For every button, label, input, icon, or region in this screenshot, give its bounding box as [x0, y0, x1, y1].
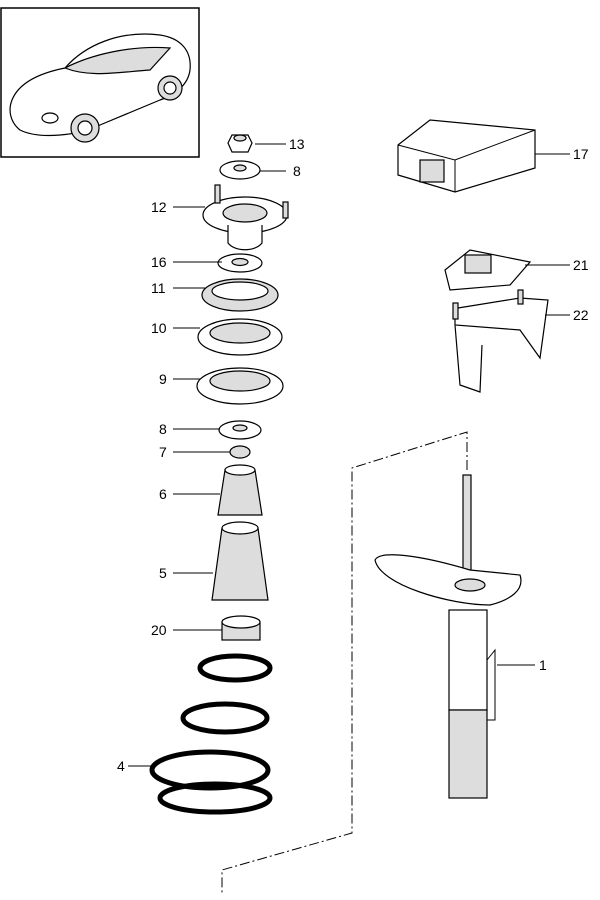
- callout-9[interactable]: 9: [159, 371, 167, 387]
- washer-top[interactable]: [219, 160, 261, 180]
- shock-absorber[interactable]: [374, 474, 522, 799]
- bump-stop[interactable]: [217, 464, 263, 516]
- leader-lines: [128, 143, 570, 767]
- strut-mount[interactable]: [202, 184, 289, 251]
- callout-1[interactable]: 1: [539, 657, 547, 673]
- callout-8[interactable]: 8: [159, 421, 167, 437]
- bracket[interactable]: [452, 289, 549, 393]
- spring-seat-upper[interactable]: [197, 318, 283, 356]
- callout-17[interactable]: 17: [573, 146, 589, 162]
- assembly-line: [221, 431, 468, 895]
- callout-11[interactable]: 11: [151, 280, 166, 296]
- car-thumbnail[interactable]: [0, 7, 200, 158]
- washer-small[interactable]: [217, 253, 263, 273]
- bearing[interactable]: [201, 278, 279, 312]
- callout-10[interactable]: 10: [151, 320, 167, 336]
- bump-stop-ring[interactable]: [221, 615, 261, 641]
- callout-13[interactable]: 13: [289, 136, 305, 152]
- callout-4[interactable]: 4: [117, 758, 125, 774]
- callout-12[interactable]: 12: [151, 199, 167, 215]
- callout-20[interactable]: 20: [151, 622, 167, 638]
- callout-16[interactable]: 16: [151, 254, 167, 270]
- spring-pad[interactable]: [196, 367, 284, 405]
- callout-21[interactable]: 21: [573, 257, 589, 273]
- callout-5[interactable]: 5: [159, 565, 167, 581]
- control-unit[interactable]: [397, 119, 536, 193]
- sensor[interactable]: [444, 249, 532, 291]
- callout-6[interactable]: 6: [159, 486, 167, 502]
- nut[interactable]: [227, 134, 253, 153]
- callout-22[interactable]: 22: [573, 307, 589, 323]
- callout-8[interactable]: 8: [293, 163, 301, 179]
- callout-7[interactable]: 7: [159, 444, 167, 460]
- dust-boot[interactable]: [211, 521, 269, 601]
- washer-lower[interactable]: [218, 420, 262, 440]
- spacer[interactable]: [229, 445, 251, 459]
- coil-spring[interactable]: [149, 653, 273, 815]
